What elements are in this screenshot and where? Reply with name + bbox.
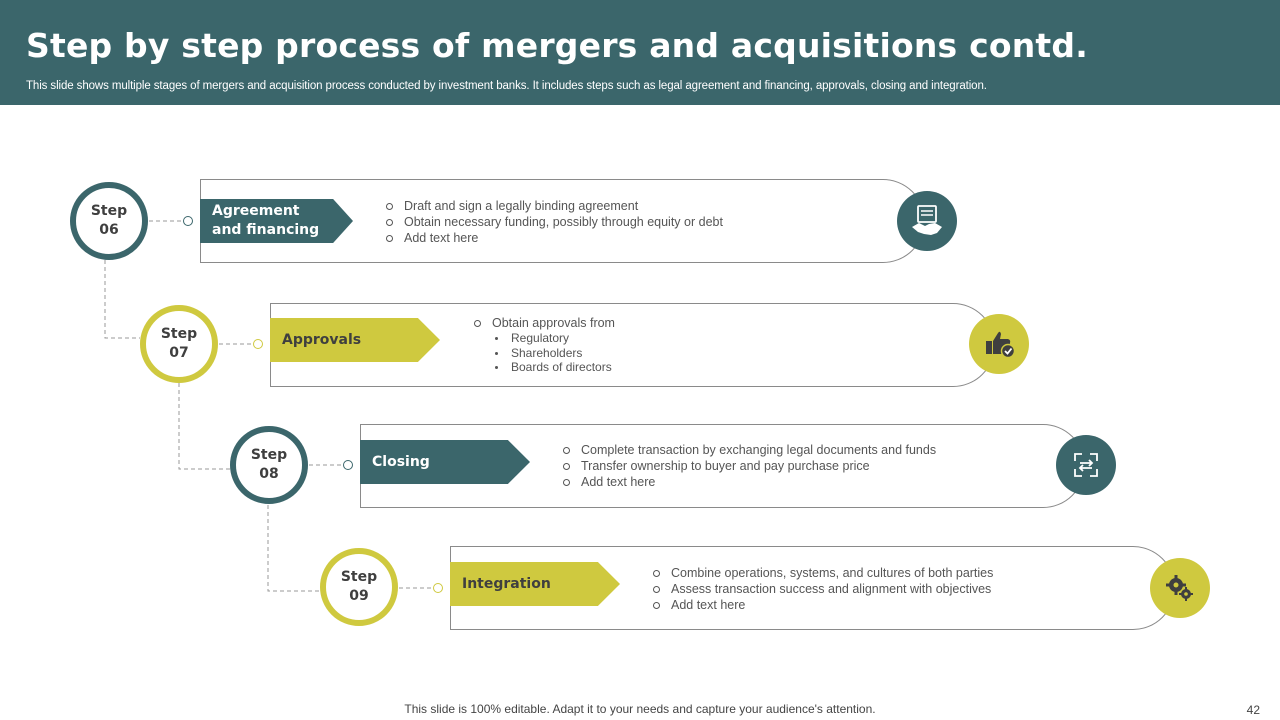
- step-label-integration: Integration: [450, 562, 620, 606]
- bullet-item: Complete transaction by exchanging legal…: [562, 442, 936, 458]
- step-bullets-agreement: Draft and sign a legally binding agreeme…: [385, 198, 723, 246]
- connector-dot: [433, 583, 443, 593]
- bullet-item: Add text here: [385, 230, 723, 246]
- thumbs-up-check-icon: [969, 314, 1029, 374]
- step-label-agreement: Agreement and financing: [200, 199, 353, 243]
- step-word: Step: [160, 326, 198, 342]
- step-circle-09: Step 09: [320, 548, 398, 626]
- footer-note: This slide is 100% editable. Adapt it to…: [404, 702, 876, 716]
- step-circle-06: Step 06: [70, 182, 148, 260]
- bullet-item: Draft and sign a legally binding agreeme…: [385, 198, 723, 214]
- step-number: 08: [259, 466, 279, 482]
- transfer-arrows-icon: [1056, 435, 1116, 495]
- bullet-item: Add text here: [652, 597, 993, 613]
- sub-bullet-item: Shareholders: [473, 346, 615, 361]
- step-circle-08: Step 08: [230, 426, 308, 504]
- bullet-item: Obtain approvals from: [473, 315, 615, 331]
- step-circle-07: Step 07: [140, 305, 218, 383]
- page-title: Step by step process of mergers and acqu…: [26, 26, 1088, 65]
- bullet-item: Combine operations, systems, and culture…: [652, 565, 993, 581]
- connector-dot: [183, 216, 193, 226]
- step-word: Step: [340, 569, 378, 585]
- gears-icon: [1150, 558, 1210, 618]
- label-line: Agreement: [212, 203, 300, 219]
- sub-bullet-item: Boards of directors: [473, 360, 615, 375]
- step-label-approvals: Approvals: [270, 318, 440, 362]
- step-word: Step: [250, 447, 288, 463]
- bullet-item: Add text here: [562, 474, 936, 490]
- step-bullets-approvals: Obtain approvals from Regulatory Shareho…: [473, 315, 615, 375]
- bullet-item: Assess transaction success and alignment…: [652, 581, 993, 597]
- step-word: Step: [90, 203, 128, 219]
- bullet-item: Transfer ownership to buyer and pay purc…: [562, 458, 936, 474]
- bullet-item: Obtain necessary funding, possibly throu…: [385, 214, 723, 230]
- header-banner: Step by step process of mergers and acqu…: [0, 0, 1280, 105]
- connector-dot: [253, 339, 263, 349]
- label-line: and financing: [212, 222, 320, 238]
- page-number: 42: [1246, 703, 1260, 717]
- step-bullets-integration: Combine operations, systems, and culture…: [652, 565, 993, 613]
- step-number: 09: [349, 588, 369, 604]
- step-number: 06: [99, 222, 119, 238]
- label-line: Integration: [462, 575, 551, 592]
- handshake-document-icon: [897, 191, 957, 251]
- label-line: Approvals: [282, 331, 362, 348]
- sub-bullet-item: Regulatory: [473, 331, 615, 346]
- label-line: Closing: [372, 453, 430, 470]
- step-number: 07: [169, 345, 189, 361]
- step-label-closing: Closing: [360, 440, 530, 484]
- step-bullets-closing: Complete transaction by exchanging legal…: [562, 442, 936, 490]
- connector-dot: [343, 460, 353, 470]
- page-subtitle: This slide shows multiple stages of merg…: [26, 80, 987, 92]
